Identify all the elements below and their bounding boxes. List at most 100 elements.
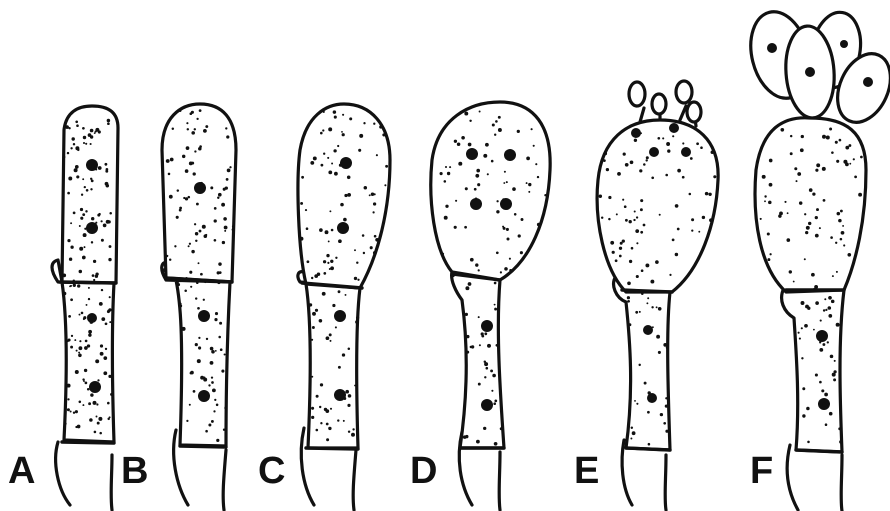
speckle-dot (70, 285, 72, 287)
speckle-dot (82, 178, 84, 180)
speckle-dot (469, 120, 471, 122)
basidium-with-spores (755, 118, 866, 292)
speckle-dot (197, 359, 201, 363)
speckle-dot (829, 128, 832, 131)
speckle-dot (452, 274, 455, 277)
speckle-dot (660, 413, 663, 416)
speckle-dot (641, 269, 644, 272)
speckle-dot (205, 125, 208, 128)
speckle-dot (640, 132, 642, 134)
speckle-dot (691, 229, 693, 231)
speckle-dot (647, 411, 650, 414)
stage-label-b: B (121, 450, 148, 492)
speckle-dot (328, 171, 332, 175)
speckle-dot (95, 359, 99, 363)
speckle-dot (646, 156, 649, 159)
speckle-dot (801, 327, 803, 329)
speckle-dot (190, 371, 194, 375)
speckle-dot (196, 118, 198, 120)
speckle-dot (636, 242, 638, 244)
speckle-dot (449, 166, 451, 168)
speckle-dot (88, 402, 91, 405)
speckle-dot (218, 262, 221, 265)
speckle-dot (672, 239, 675, 242)
speckle-dot (203, 299, 205, 301)
speckle-dot (71, 137, 74, 140)
speckle-dot (644, 382, 647, 385)
speckle-dot (502, 198, 505, 201)
speckle-dot (819, 381, 822, 384)
speckle-dot (82, 256, 86, 260)
speckle-dot (655, 260, 659, 264)
speckle-dot (633, 219, 635, 221)
speckle-dot (312, 312, 316, 316)
speckle-dot (232, 225, 234, 227)
speckle-dot (77, 284, 80, 287)
speckle-dot (106, 184, 109, 187)
speckle-dot (320, 383, 323, 386)
speckle-dot (802, 414, 805, 417)
speckle-dot (97, 379, 99, 381)
speckle-dot (199, 230, 202, 233)
speckle-dot (809, 188, 813, 192)
speckle-dot (342, 353, 345, 356)
speckle-dot (63, 156, 66, 159)
speckle-dot (305, 209, 307, 211)
speckle-dot (93, 260, 96, 263)
speckle-dot (306, 227, 309, 230)
speckle-dot (354, 385, 356, 387)
speckle-dot (769, 253, 771, 255)
speckle-dot (801, 135, 804, 138)
speckle-dot (437, 136, 439, 138)
speckle-dot (839, 440, 843, 444)
speckle-dot (356, 261, 358, 263)
speckle-dot (197, 191, 199, 193)
speckle-dot (67, 384, 71, 388)
speckle-dot (89, 418, 93, 422)
speckle-dot (191, 162, 194, 165)
speckle-dot (807, 307, 810, 310)
speckle-dot (811, 288, 814, 291)
speckle-dot (373, 202, 376, 205)
speckle-dot (819, 227, 821, 229)
speckle-dot (815, 373, 818, 376)
speckle-dot (334, 116, 337, 119)
speckle-dot (485, 143, 489, 147)
speckle-dot (107, 402, 110, 405)
speckle-dot (187, 128, 189, 130)
speckle-dot (195, 343, 198, 346)
speckle-dot (211, 376, 213, 378)
speckle-dot (100, 352, 104, 356)
speckle-dot (804, 324, 808, 328)
speckle-dot (646, 302, 648, 304)
speckle-dot (108, 258, 111, 261)
speckle-dot (627, 281, 631, 285)
speckle-dot (335, 257, 337, 259)
speckle-dot (196, 281, 199, 284)
stage-e-basidium (597, 81, 718, 510)
speckle-dot (648, 443, 651, 446)
speckle-dot (454, 140, 457, 143)
speckle-dot (358, 149, 361, 152)
speckle-dot (105, 322, 108, 325)
speckle-dot (616, 213, 618, 215)
speckle-dot (812, 192, 815, 195)
speckle-dot (93, 279, 95, 281)
speckle-dot (93, 401, 97, 405)
speckle-dot (689, 193, 692, 196)
speckle-dot (203, 129, 207, 133)
speckle-dot (838, 219, 842, 223)
speckle-dot (640, 208, 643, 211)
speckle-dot (97, 422, 100, 425)
speckle-dot (79, 247, 83, 251)
speckle-dot (849, 163, 851, 165)
speckle-dot (631, 427, 633, 429)
speckle-dot (90, 143, 92, 145)
speckle-dot (691, 218, 694, 221)
speckle-dot (328, 240, 330, 242)
speckle-dot (333, 110, 336, 113)
speckle-dot (514, 213, 517, 216)
speckle-dot (632, 431, 636, 435)
speckle-dot (643, 224, 646, 227)
speckle-dot (790, 135, 792, 137)
